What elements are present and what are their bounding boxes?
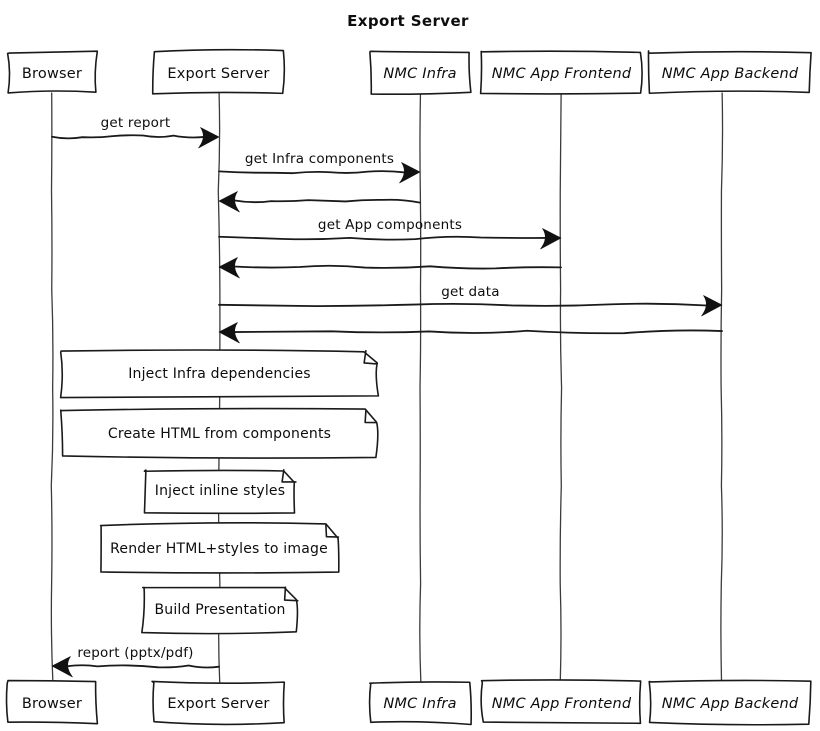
messages-layer: get report get Infra components get App co… — [51, 115, 723, 678]
lifeline-frontend — [559, 92, 563, 683]
actor-label-bottom-infra: NMC Infra — [383, 696, 456, 712]
actor-box-bottom-browser[interactable]: Browser — [5, 679, 99, 725]
actor-box-bottom-frontend[interactable]: NMC App Frontend — [480, 679, 642, 725]
message-line-m2 — [218, 170, 406, 175]
actor-label-top-export: Export Server — [167, 66, 269, 82]
actor-box-bottom-infra[interactable]: NMC Infra — [368, 681, 473, 726]
message-m4[interactable]: get App components — [218, 217, 562, 250]
arrow-head-m5 — [218, 257, 240, 279]
actor-label-top-infra: NMC Infra — [383, 66, 456, 82]
actor-box-top-export[interactable]: Export Server — [151, 48, 286, 95]
note-fold-corner-icon — [281, 469, 297, 483]
actor-label-bottom-backend: NMC App Backend — [662, 696, 799, 712]
arrow-head-m1 — [198, 127, 220, 149]
message-m2[interactable]: get Infra components — [218, 151, 421, 184]
message-line-m7 — [233, 329, 723, 335]
message-label-m8: report (pptx/pdf) — [77, 645, 193, 661]
note-label-n1: Inject Infra dependencies — [128, 366, 311, 382]
arrow-head-m7 — [218, 322, 240, 344]
actor-box-top-backend[interactable]: NMC App Backend — [647, 50, 812, 95]
note-fold-corner-icon — [283, 586, 299, 602]
message-line-m8 — [66, 664, 220, 669]
message-m8[interactable]: report (pptx/pdf) — [51, 645, 220, 678]
message-label-m4: get App components — [318, 217, 462, 233]
message-m7[interactable] — [218, 322, 723, 344]
arrow-head-m2 — [399, 162, 421, 184]
actor-label-top-backend: NMC App Backend — [662, 66, 799, 82]
actor-label-top-frontend: NMC App Frontend — [492, 66, 632, 82]
actor-box-top-infra[interactable]: NMC Infra — [369, 50, 472, 96]
arrow-head-m8 — [51, 656, 73, 678]
message-line-m1 — [51, 134, 205, 140]
note-n2[interactable]: Create HTML from components — [59, 407, 379, 459]
message-line-m5 — [233, 264, 562, 270]
message-line-m4 — [218, 235, 547, 241]
actor-label-bottom-browser: Browser — [22, 696, 82, 712]
note-label-n3: Inject inline styles — [155, 483, 286, 499]
actor-label-bottom-frontend: NMC App Frontend — [492, 696, 632, 712]
actor-box-top-frontend[interactable]: NMC App Frontend — [479, 50, 643, 95]
note-label-n5: Build Presentation — [154, 602, 285, 618]
message-m5[interactable] — [218, 257, 562, 279]
arrow-head-m4 — [540, 228, 562, 250]
actor-label-bottom-export: Export Server — [167, 696, 269, 712]
note-n1[interactable]: Inject Infra dependencies — [59, 349, 380, 399]
lifeline-backend — [720, 92, 724, 683]
message-line-m6 — [218, 302, 708, 308]
arrow-head-m3 — [218, 191, 240, 213]
lifeline-infra — [419, 92, 422, 683]
message-m3[interactable] — [218, 191, 421, 213]
message-label-m2: get Infra components — [245, 151, 394, 167]
note-fold-corner-icon — [364, 410, 377, 424]
lifelines-layer — [50, 92, 724, 683]
message-label-m6: get data — [441, 284, 499, 300]
message-m1[interactable]: get report — [51, 115, 220, 149]
actor-box-top-browser[interactable]: Browser — [6, 50, 99, 94]
note-n5[interactable]: Build Presentation — [141, 586, 299, 635]
note-label-n4: Render HTML+styles to image — [110, 541, 328, 557]
actor-label-top-browser: Browser — [22, 66, 82, 82]
note-n3[interactable]: Inject inline styles — [143, 469, 297, 515]
actor-box-bottom-backend[interactable]: NMC App Backend — [648, 679, 812, 726]
note-n4[interactable]: Render HTML+styles to image — [99, 521, 340, 574]
message-m6[interactable]: get data — [218, 284, 723, 317]
message-label-m1: get report — [101, 115, 171, 131]
note-fold-corner-icon — [325, 524, 340, 538]
actor-box-bottom-export[interactable]: Export Server — [151, 680, 286, 726]
diagram-title: Export Server — [347, 12, 469, 30]
message-line-m3 — [233, 198, 421, 204]
note-label-n2: Create HTML from components — [108, 426, 331, 442]
lifeline-browser — [50, 92, 54, 683]
note-fold-corner-icon — [363, 349, 378, 365]
arrow-head-m6 — [701, 295, 723, 317]
